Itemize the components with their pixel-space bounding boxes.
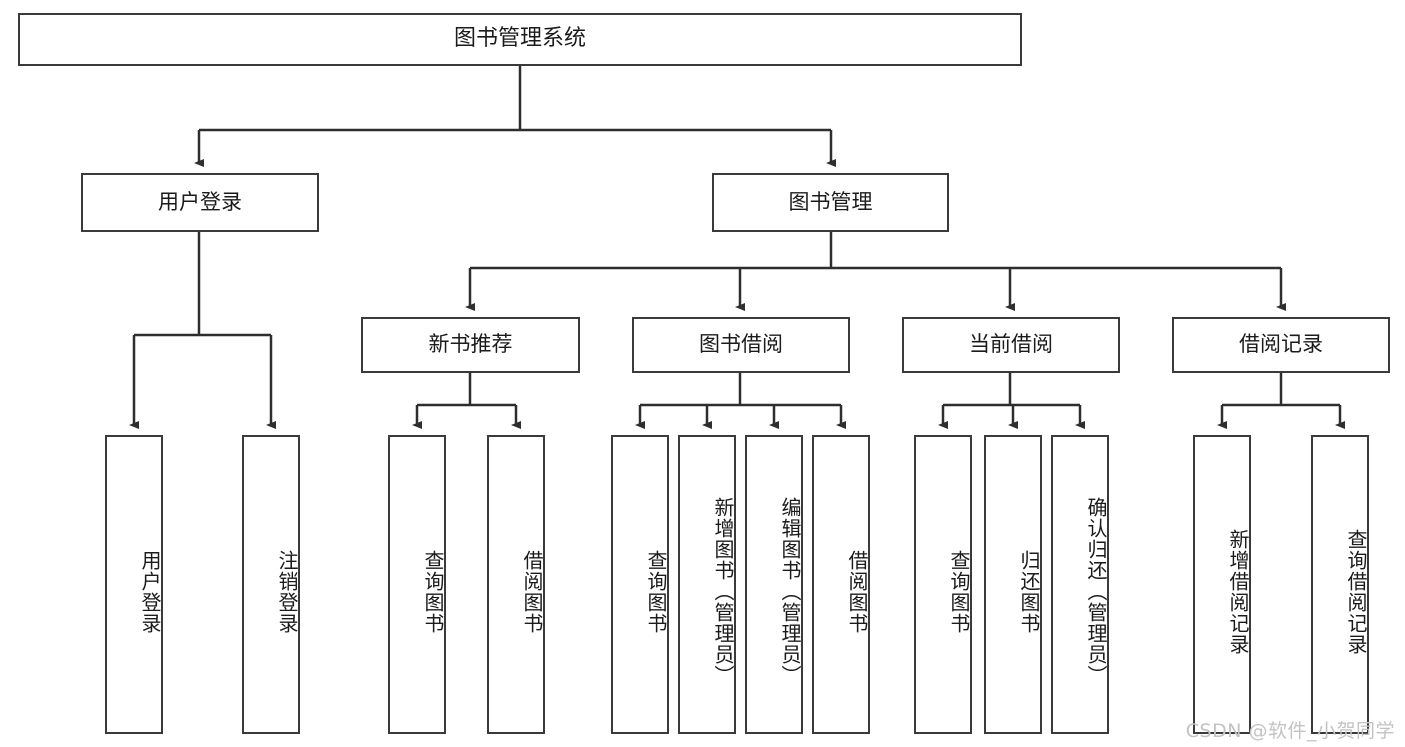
node-label: 编辑图书（管理员） xyxy=(778,497,802,686)
leaf-new-book-borrow-book[interactable]: 借阅图书 xyxy=(487,435,545,734)
leaf-borrow-record-query-record[interactable]: 查询借阅记录 xyxy=(1311,435,1369,734)
leaf-user-login-logout[interactable]: 注销登录 xyxy=(242,435,300,734)
node-borrow-record[interactable]: 借阅记录 xyxy=(1172,317,1390,373)
leaf-borrow-record-add-record[interactable]: 新增借阅记录 xyxy=(1193,435,1251,734)
node-book-management[interactable]: 图书管理 xyxy=(712,173,949,232)
leaf-book-borrow-edit-book-admin[interactable]: 编辑图书（管理员） xyxy=(745,435,803,734)
node-label: 用户登录 xyxy=(158,189,242,214)
node-label: 查询图书 xyxy=(421,549,445,634)
node-label: 查询借阅记录 xyxy=(1344,528,1368,655)
node-label: 注销登录 xyxy=(275,549,299,634)
leaf-current-borrow-query-book[interactable]: 查询图书 xyxy=(914,435,972,734)
leaf-book-borrow-borrow-book[interactable]: 借阅图书 xyxy=(812,435,870,734)
leaf-book-borrow-query-book[interactable]: 查询图书 xyxy=(611,435,669,734)
leaf-user-login-login[interactable]: 用户登录 xyxy=(105,435,163,734)
node-user-login[interactable]: 用户登录 xyxy=(81,173,319,232)
csdn-watermark: CSDN @软件_小贺同学 xyxy=(1185,720,1395,742)
node-root-book-management-system[interactable]: 图书管理系统 xyxy=(18,13,1022,66)
node-label: 图书借阅 xyxy=(699,332,783,357)
node-label: 借阅图书 xyxy=(845,549,869,634)
node-label: 查询图书 xyxy=(644,549,668,634)
node-label: 图书管理系统 xyxy=(453,26,586,52)
node-label: 归还图书 xyxy=(1017,549,1041,634)
node-new-book-recommend[interactable]: 新书推荐 xyxy=(361,317,580,373)
node-book-borrow[interactable]: 图书借阅 xyxy=(632,317,850,373)
node-label: 借阅记录 xyxy=(1239,332,1323,357)
node-label: 用户登录 xyxy=(138,549,162,634)
leaf-current-borrow-confirm-return-admin[interactable]: 确认归还（管理员） xyxy=(1051,435,1109,734)
node-label: 查询图书 xyxy=(947,549,971,634)
node-label: 新增借阅记录 xyxy=(1226,528,1250,655)
node-label: 当前借阅 xyxy=(969,332,1053,357)
node-label: 借阅图书 xyxy=(520,549,544,634)
leaf-new-book-query-book[interactable]: 查询图书 xyxy=(388,435,446,734)
node-label: 新书推荐 xyxy=(428,332,513,357)
node-label: 新增图书（管理员） xyxy=(711,497,735,686)
node-label: 确认归还（管理员） xyxy=(1084,497,1108,686)
leaf-current-borrow-return-book[interactable]: 归还图书 xyxy=(984,435,1042,734)
node-label: 图书管理 xyxy=(788,189,873,214)
leaf-book-borrow-add-book-admin[interactable]: 新增图书（管理员） xyxy=(678,435,736,734)
node-current-borrow[interactable]: 当前借阅 xyxy=(902,317,1120,373)
